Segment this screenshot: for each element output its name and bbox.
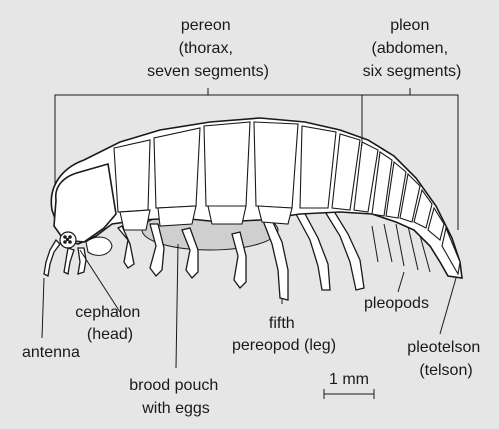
scale-label: 1 mm <box>329 371 369 388</box>
pereopod-7 <box>324 208 364 290</box>
pereopod-6 <box>296 212 330 290</box>
pereopod-5 <box>262 216 288 300</box>
pereon-label: pereon (thorax, seven segments) <box>147 17 269 80</box>
pleotelson-label: pleotelson (telson) <box>407 339 484 379</box>
pleon-label: pleon (abdomen, six segments) <box>363 17 462 80</box>
isopod-illustration <box>44 118 462 300</box>
antenna-leader <box>42 278 44 338</box>
brood-pouch-leader <box>176 244 178 368</box>
pleopods-leader <box>398 272 404 292</box>
pleopods-label: pleopods <box>364 295 429 312</box>
brood-pouch-label: brood pouch with eggs <box>129 377 222 417</box>
pleotelson-leader <box>440 278 456 334</box>
pereopod-1 <box>118 226 134 268</box>
cephalon-label: cephalon (head) <box>75 304 144 343</box>
antenna-label: antenna <box>22 344 80 361</box>
cephalon-leader <box>80 250 120 312</box>
scale-bar <box>324 389 374 399</box>
fifth-pereopod-label: fifth pereopod (leg) <box>232 315 336 354</box>
